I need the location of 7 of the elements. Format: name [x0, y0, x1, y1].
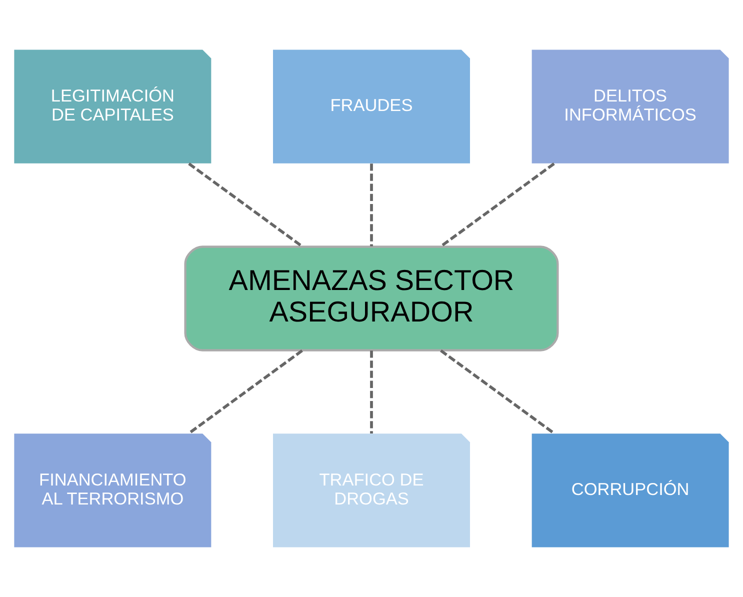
connector	[188, 349, 303, 435]
node-box: AMENAZAS SECTOR ASEGURADOR	[184, 246, 559, 352]
connector	[440, 162, 555, 248]
connector	[370, 164, 373, 246]
connector	[440, 349, 556, 435]
connector	[188, 162, 304, 248]
connector	[370, 350, 373, 434]
